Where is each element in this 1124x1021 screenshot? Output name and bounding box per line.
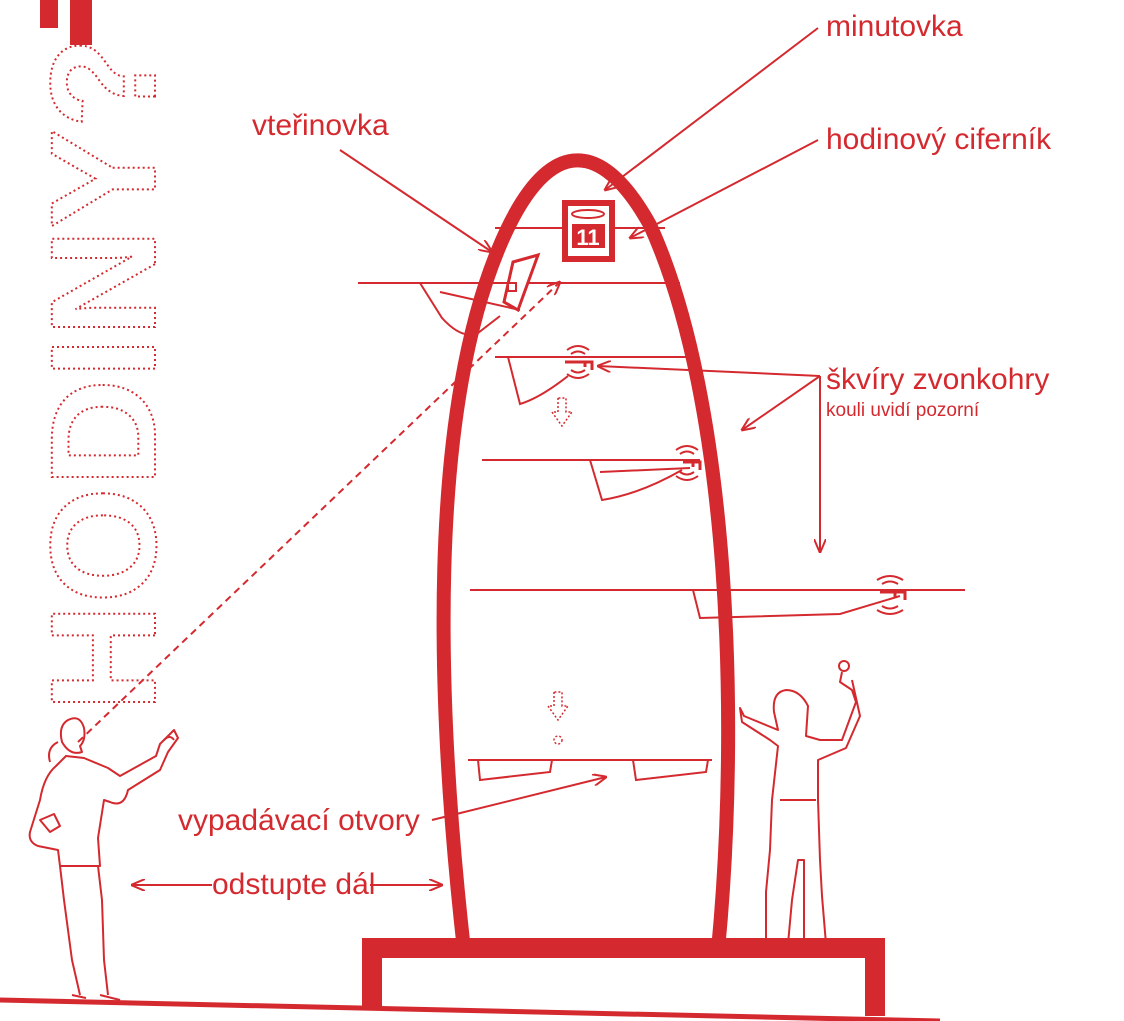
- ground-line: [0, 997, 941, 1021]
- bell-ring-icon: [675, 445, 702, 481]
- woman-figure-icon: [28, 717, 179, 1001]
- label-vypadavaci-otvory: vypadávací otvory: [178, 804, 420, 837]
- label-minutovka: minutovka: [826, 10, 963, 43]
- arrow-icon: [339, 149, 492, 252]
- tower-arch: [436, 153, 736, 951]
- label-skviry-zvonkohry: škvíry zvonkohry: [826, 363, 1049, 396]
- title-hodiny: HODINY?: [19, 37, 187, 712]
- annotation-arrows: [132, 27, 821, 885]
- sight-line: [77, 282, 560, 743]
- hour-dial-number: 11: [576, 225, 599, 250]
- arrow-icon: [598, 366, 821, 377]
- label-skviry-note: kouli uvidí pozorní: [826, 400, 980, 421]
- label-vterinovka: vteřinovka: [252, 109, 389, 142]
- arrow-icon: [742, 375, 821, 430]
- seconds-dial: [502, 252, 541, 313]
- down-arrow-icon: [550, 397, 574, 428]
- ball-icon: [553, 735, 563, 745]
- arrow-icon: [630, 139, 819, 238]
- bell-ring-icon: [876, 575, 907, 615]
- title-top-glyph: [40, 0, 92, 45]
- tower-base: [362, 938, 885, 1016]
- bell-ring-icon: [565, 345, 594, 379]
- man-figure-icon: [739, 660, 861, 945]
- label-hodinovy-cifernik: hodinový ciferník: [826, 123, 1052, 156]
- down-arrow-icon: [546, 691, 570, 722]
- label-odstupte-dal: odstupte dál: [212, 868, 375, 901]
- arrow-icon: [605, 27, 819, 190]
- arrow-icon: [431, 777, 606, 821]
- hour-dial: 11: [562, 200, 615, 262]
